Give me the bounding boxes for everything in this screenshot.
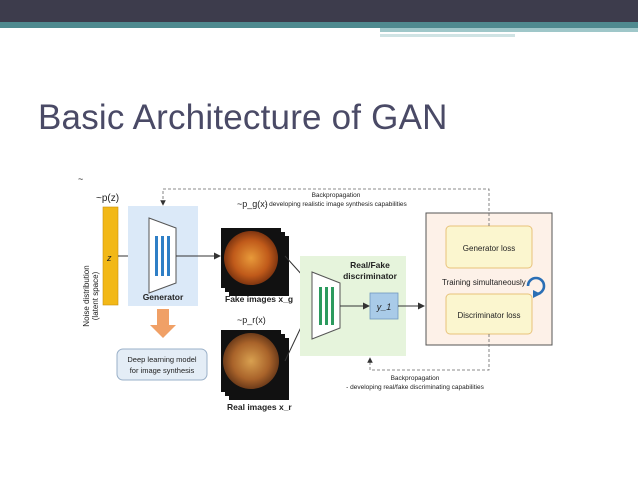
training-label: Training simultaneously [442, 278, 526, 287]
real-dist-label: ~p_r(x) [237, 315, 266, 325]
real-images-label: Real images x_r [227, 402, 292, 412]
noise-axis-label: Noise distribution [82, 265, 91, 326]
z-label: z [106, 253, 112, 263]
fake-dist-label: ~p_g(x) [237, 199, 268, 209]
generator-label: Generator [143, 292, 184, 302]
fake-retina-image [224, 231, 278, 285]
discriminator-layer-bar [319, 287, 322, 325]
discriminator-loss-label: Discriminator loss [457, 311, 520, 320]
top-bar [0, 0, 638, 22]
fake-images-label: Fake images x_g [225, 294, 293, 304]
accent-stripe-light [380, 28, 638, 32]
y-output-box [369, 292, 399, 320]
generator-layer-bar [161, 236, 164, 276]
refresh-icon [526, 276, 546, 298]
generator-layer-bar [155, 236, 158, 276]
y-label: y_1 [376, 302, 392, 312]
backprop-top-title: Backpropagation [312, 192, 361, 199]
deep-learning-label: Deep learning model [127, 355, 197, 364]
backprop-top-sublabel: - developing realistic image synthesis c… [265, 201, 407, 208]
generator-loss-label: Generator loss [463, 244, 515, 253]
discriminator-layer-bar [331, 287, 334, 325]
accent-stripe [0, 22, 638, 28]
backprop-bottom-path [367, 334, 490, 371]
slide-title: Basic Architecture of GAN [38, 98, 448, 137]
deep-learning-sublabel: for image synthesis [130, 366, 195, 375]
deep-learning-box [116, 348, 208, 381]
small-mark: ~ [78, 174, 83, 184]
noise-dist-label: ~p(z) [96, 193, 119, 204]
backprop-bottom-sublabel: - developing real/fake discriminating ca… [346, 384, 484, 391]
generator-layer-bar [167, 236, 170, 276]
down-arrow [150, 309, 176, 338]
discriminator-layer-bar [325, 287, 328, 325]
real-retina-image [223, 333, 279, 389]
backprop-top-path [160, 188, 490, 226]
accent-stripe-faint [380, 34, 515, 37]
noise-axis-sublabel: (latent space) [91, 271, 100, 320]
backprop-bottom-title: Backpropagation [391, 375, 440, 382]
discriminator-sublabel: discriminator [343, 271, 398, 281]
discriminator-label: Real/Fake [350, 260, 390, 270]
